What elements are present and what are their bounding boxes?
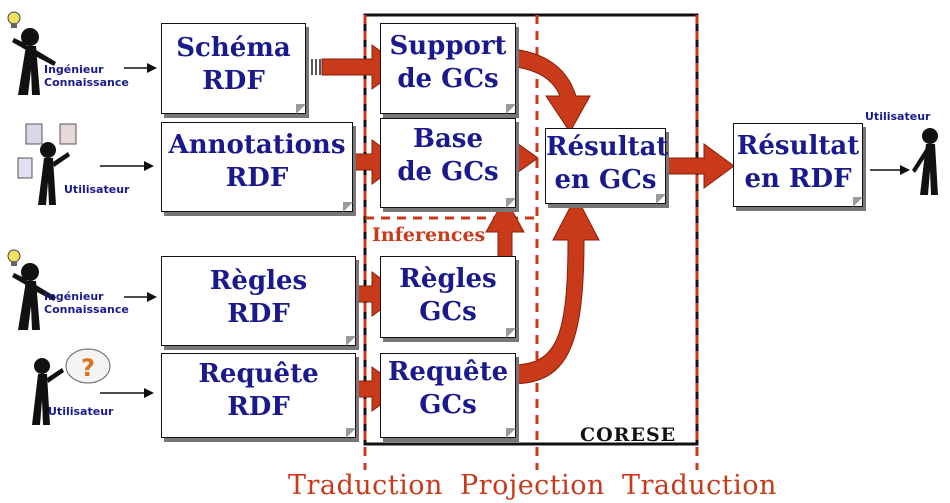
box-schema-line2: RDF bbox=[202, 66, 265, 97]
phase-label-traduction-1: Traduction bbox=[288, 470, 443, 501]
actor-ingenieur-1: Ingénieur Connaissance bbox=[44, 63, 129, 90]
question-bubble-icon: ? bbox=[65, 348, 111, 384]
box-resultat-gcs-line2: en GCs bbox=[554, 165, 657, 196]
box-support-line1: Support bbox=[389, 31, 507, 61]
stick-figure-icon bbox=[12, 28, 56, 95]
translate-arrow-result bbox=[665, 143, 735, 189]
box-support-line2: de GCs bbox=[397, 64, 499, 95]
projection-arrow-support bbox=[500, 47, 591, 133]
svg-text:?: ? bbox=[81, 354, 95, 382]
lightbulb-icon bbox=[7, 11, 21, 28]
box-base-line2: de GCs bbox=[397, 157, 499, 188]
phase-label-traduction-2: Traduction bbox=[622, 470, 777, 501]
projection-arrow-requete bbox=[510, 194, 600, 385]
box-regles-gcs-line2: GCs bbox=[419, 297, 477, 328]
box-base-line1: Base bbox=[412, 124, 483, 154]
box-requete-gcs-line1: Requête bbox=[387, 357, 509, 387]
box-resultat-rdf-line2: en RDF bbox=[744, 164, 852, 195]
actor-utilisateur-right: Utilisateur bbox=[865, 110, 931, 123]
actor-utilisateur-1: Utilisateur bbox=[64, 183, 130, 196]
box-resultat-rdf-line1: Résultat bbox=[736, 131, 860, 161]
lightbulb-icon bbox=[7, 249, 21, 266]
box-requete-gcs-line2: GCs bbox=[419, 390, 477, 421]
document-icon bbox=[17, 123, 77, 179]
stick-figure-icon bbox=[32, 358, 64, 425]
phase-label-projection: Projection bbox=[460, 470, 605, 501]
corese-label: CORESE bbox=[580, 424, 677, 446]
box-annotations-line2: RDF bbox=[225, 163, 289, 194]
box-requete-line1: Requête bbox=[198, 359, 319, 389]
actor-utilisateur-2: Utilisateur bbox=[48, 405, 114, 418]
box-regles-gcs-line1: Règles bbox=[399, 264, 497, 294]
box-regles-line1: Règles bbox=[209, 266, 308, 296]
stick-figure-icon bbox=[38, 142, 70, 205]
box-requete-line2: RDF bbox=[227, 392, 290, 423]
box-annotations-line1: Annotations bbox=[168, 130, 346, 160]
inferences-label: Inferences bbox=[372, 224, 486, 246]
box-schema-line1: Schéma bbox=[176, 33, 291, 63]
stick-figure-icon bbox=[912, 128, 938, 195]
actor-ingenieur-2: Ingénieur Connaissance bbox=[44, 290, 129, 317]
box-regles-line2: RDF bbox=[227, 299, 290, 330]
box-resultat-gcs-line1: Résultat bbox=[546, 132, 669, 162]
stick-figure-icon bbox=[12, 263, 56, 330]
